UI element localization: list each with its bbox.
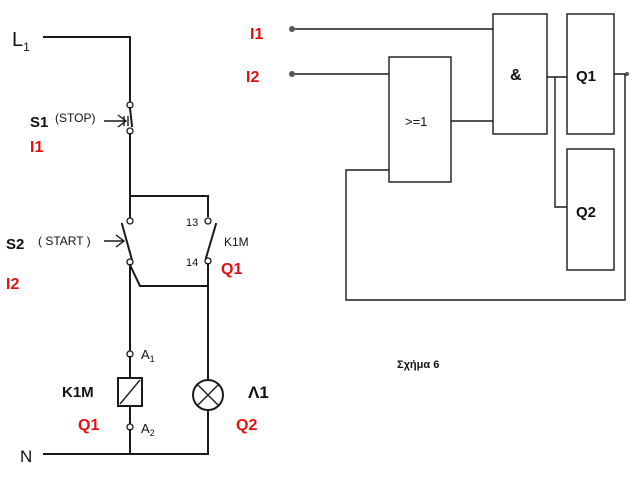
ladder-circuit: L1 S1 (STOP) I1 S2 ( START ) I2 <box>6 29 269 466</box>
s2-input-label: I2 <box>6 276 19 293</box>
coil-label: K1M <box>62 384 94 401</box>
q2-label: Q2 <box>576 204 596 221</box>
s1-label: S1 <box>30 114 48 131</box>
input-2-label: I2 <box>246 69 259 86</box>
s1-input-label: I1 <box>30 139 43 156</box>
s1-function-label: (STOP) <box>55 111 95 125</box>
contact-bottom-number: 14 <box>186 257 198 269</box>
logic-diagram: I1 I2 >=1 & Q1 Q2 <box>246 13 629 301</box>
neutral-label: N <box>20 447 32 466</box>
and-gate-block <box>492 13 548 135</box>
and-gate-label: & <box>510 67 522 84</box>
s1-stop-pushbutton <box>104 101 134 135</box>
lamp-label: Λ1 <box>248 383 269 402</box>
branch-top-wire <box>129 133 209 217</box>
contact-top-number: 13 <box>186 217 198 229</box>
k1m-coil <box>117 350 143 455</box>
input-1-label: I1 <box>250 26 263 43</box>
input-2-terminal <box>289 71 295 77</box>
input-1-terminal <box>289 26 295 32</box>
lamp-l1 <box>192 379 224 455</box>
and-to-q2-wire <box>554 77 567 208</box>
q1-label: Q1 <box>576 68 596 85</box>
s2-start-pushbutton <box>104 195 134 266</box>
or-gate-block <box>388 56 452 183</box>
q2-block <box>566 148 615 271</box>
contact-output-label: Q1 <box>221 261 242 278</box>
figure-caption: Σχήμα 6 <box>397 359 439 371</box>
coil-terminal-bottom: A2 <box>141 421 155 438</box>
line-label: L1 <box>12 29 30 54</box>
or-gate-label: >=1 <box>405 114 427 129</box>
l1-supply-wire <box>43 36 131 103</box>
coil-output-label: Q1 <box>78 417 99 434</box>
s2-label: S2 <box>6 236 24 253</box>
k1m-holding-contact <box>204 217 218 265</box>
feedback-wire <box>345 73 626 301</box>
q1-output-terminal <box>625 72 629 76</box>
contact-label: K1M <box>224 235 249 249</box>
lamp-output-label: Q2 <box>236 417 257 434</box>
s2-function-label: ( START ) <box>38 234 91 248</box>
branch-bottom-wire <box>128 263 209 287</box>
coil-terminal-top: A1 <box>141 347 155 364</box>
